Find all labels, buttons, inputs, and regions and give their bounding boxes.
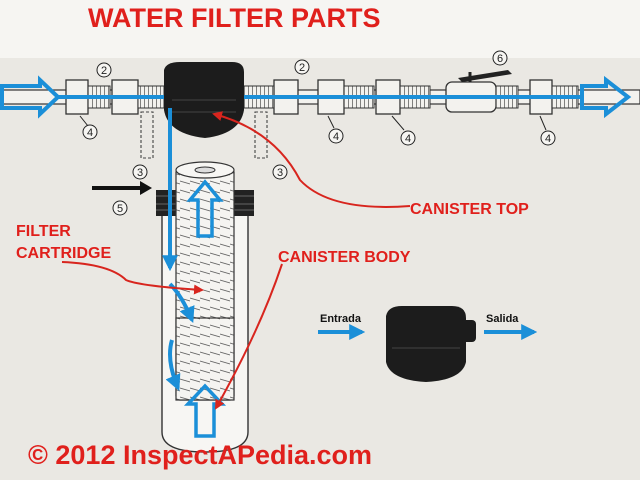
annotation-arrows — [61, 111, 411, 410]
inset-head-illustration: Entrada Salida — [318, 306, 538, 382]
label-canister-top: CANISTER TOP — [410, 201, 529, 218]
label-filter-cartridge-line1: FILTER — [16, 223, 71, 240]
part-number: 3 — [137, 167, 143, 179]
flow-arrow-icon — [580, 75, 632, 119]
annotation-arrow-icon — [61, 261, 204, 295]
pipe-assembly — [0, 70, 640, 115]
part-number: 4 — [405, 133, 411, 145]
annotation-arrow-icon — [215, 263, 283, 410]
inset-inlet-label: Entrada — [320, 313, 362, 325]
part-number: 6 — [497, 53, 503, 65]
part-number: 3 — [277, 167, 283, 179]
ball-valve-handle-icon — [458, 70, 512, 82]
part-number: 4 — [545, 133, 551, 145]
flow-arrow-icon — [0, 75, 61, 119]
part-number: 4 — [333, 131, 339, 143]
annotation-arrow-icon — [212, 111, 411, 208]
gasket-right — [254, 111, 268, 159]
inset-outlet-label: Salida — [486, 313, 519, 325]
flow-arrows — [0, 75, 632, 438]
copyright-notice: © 2012 InspectAPedia.com — [28, 440, 372, 470]
part-callouts: 2 4 3 2 4 4 6 4 3 5 — [79, 50, 556, 216]
part-number: 5 — [117, 203, 123, 215]
gasket-left — [140, 111, 154, 159]
label-canister-body: CANISTER BODY — [278, 249, 411, 266]
flow-arrow-icon — [183, 383, 227, 438]
part-number: 2 — [101, 65, 107, 77]
part-number: 4 — [87, 127, 93, 139]
label-filter-cartridge-line2: CARTRIDGE — [16, 245, 111, 262]
filter-cartridge — [175, 161, 235, 401]
gaskets — [140, 111, 268, 159]
title-band — [0, 0, 640, 58]
part-number: 2 — [299, 62, 305, 74]
flow-direction-arrow-icon — [92, 181, 152, 195]
canister-top — [164, 62, 244, 138]
page-title: WATER FILTER PARTS — [88, 3, 380, 33]
flow-arrow-icon — [186, 179, 224, 238]
